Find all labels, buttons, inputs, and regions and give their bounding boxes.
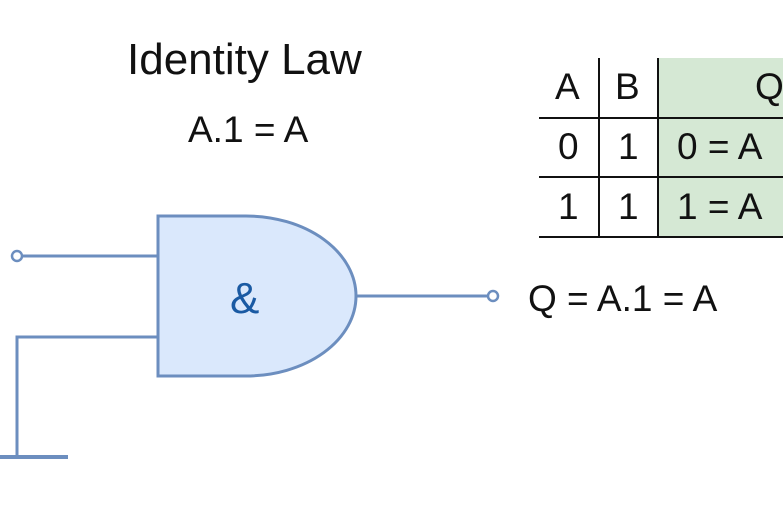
input-a-terminal [10, 249, 24, 263]
table-rule-row1 [539, 176, 783, 178]
table-rule-header [539, 117, 783, 119]
row1-a: 0 [558, 126, 579, 167]
row1-q: 0 = A [677, 126, 763, 167]
row2-b: 1 [618, 186, 639, 227]
row2-a: 1 [558, 186, 579, 227]
and-gate-symbol: & [230, 274, 260, 323]
output-label: Q = A.1 = A [528, 278, 718, 319]
diagram-title: Identity Law [127, 35, 362, 84]
header-a: A [555, 66, 580, 107]
table-rule-bottom [539, 236, 783, 238]
input-b-wire [15, 335, 158, 457]
row2-q: 1 = A [677, 186, 763, 227]
truth-table: A B Q 0 1 0 = A 1 1 1 = A [539, 58, 783, 238]
diagram-subtitle: A.1 = A [188, 109, 309, 150]
header-b: B [615, 66, 640, 107]
table-divider-ab [598, 58, 600, 238]
row1-b: 1 [618, 126, 639, 167]
output-terminal [486, 289, 500, 303]
q-column-highlight [658, 58, 783, 238]
table-divider-bq [657, 58, 659, 238]
and-gate-body [156, 214, 358, 378]
header-q: Q [755, 66, 783, 107]
